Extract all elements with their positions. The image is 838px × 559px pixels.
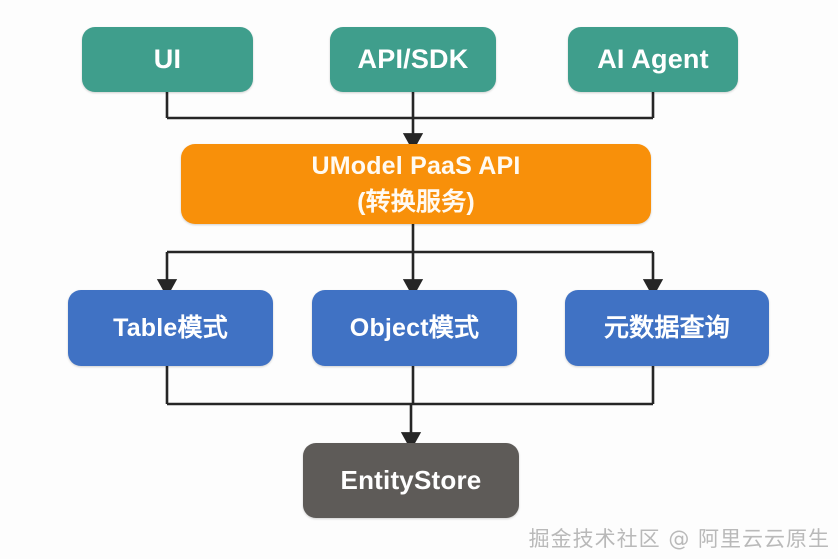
node-ai-agent-label: AI Agent — [597, 44, 709, 75]
node-table-mode-label: Table模式 — [113, 313, 228, 342]
watermark-text: 掘金技术社区 @ 阿里云云原生 — [528, 527, 830, 551]
node-metadata-query-label: 元数据查询 — [603, 313, 730, 342]
node-ai-agent[interactable]: AI Agent — [568, 27, 738, 92]
node-ui[interactable]: UI — [82, 27, 253, 92]
node-ui-label: UI — [153, 44, 182, 75]
node-umodel-paas-api-label-primary: UModel PaaS API — [311, 152, 521, 180]
node-entity-store[interactable]: EntityStore — [303, 443, 519, 518]
node-umodel-paas-api-label-secondary: (转换服务) — [357, 187, 475, 216]
node-object-mode-label: Object模式 — [349, 313, 480, 342]
node-metadata-query[interactable]: 元数据查询 — [565, 290, 769, 366]
node-object-mode[interactable]: Object模式 — [312, 290, 517, 366]
node-umodel-paas-api[interactable]: UModel PaaS API (转换服务) — [181, 144, 651, 224]
node-entity-store-label: EntityStore — [340, 464, 482, 495]
node-table-mode[interactable]: Table模式 — [68, 290, 273, 366]
node-api-sdk-label: API/SDK — [357, 44, 469, 75]
node-api-sdk[interactable]: API/SDK — [330, 27, 496, 92]
